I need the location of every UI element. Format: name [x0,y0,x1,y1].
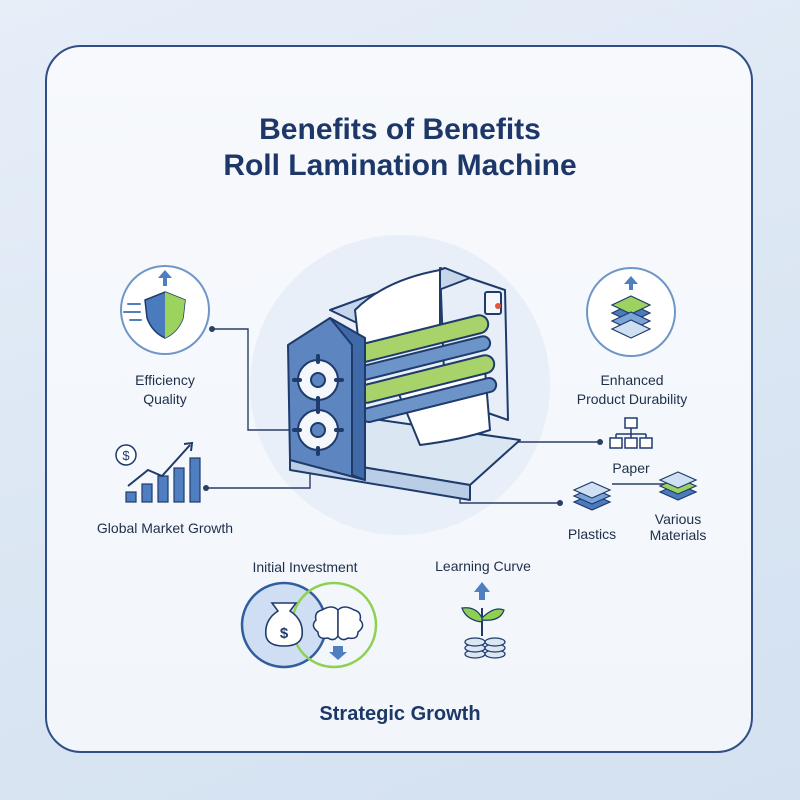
svg-text:$: $ [122,448,130,463]
title-line-2: Roll Lamination Machine [223,149,577,182]
label-strategic-growth: Strategic Growth [319,703,481,725]
label-learning-curve: Learning Curve [435,558,531,574]
label-quality: Quality [143,391,187,407]
growth-bar-chart-icon: $ [115,441,201,503]
shield-upgrade-icon [120,265,210,355]
money-brain-venn-icon: $ [240,581,378,669]
plant-coins-icon [461,582,506,659]
hierarchy-icon [609,417,653,449]
svg-text:$: $ [280,625,289,642]
various-materials-stack-icon [658,471,698,501]
label-materials: Materials [649,527,707,543]
label-initial-investment: Initial Investment [252,559,358,575]
label-global-market-growth: Global Market Growth [96,520,234,536]
label-paper: Paper [612,460,650,476]
label-plastics: Plastics [567,526,617,542]
label-various: Various [654,511,702,527]
lamination-machine-icon [287,267,521,501]
layers-upgrade-icon [586,267,676,357]
label-product-durability: Product Durability [576,391,688,407]
label-enhanced: Enhanced [600,372,664,388]
label-efficiency: Efficiency [135,372,195,388]
title-line-1: Benefits of Benefits [259,113,541,146]
plastics-stack-icon [572,481,612,511]
